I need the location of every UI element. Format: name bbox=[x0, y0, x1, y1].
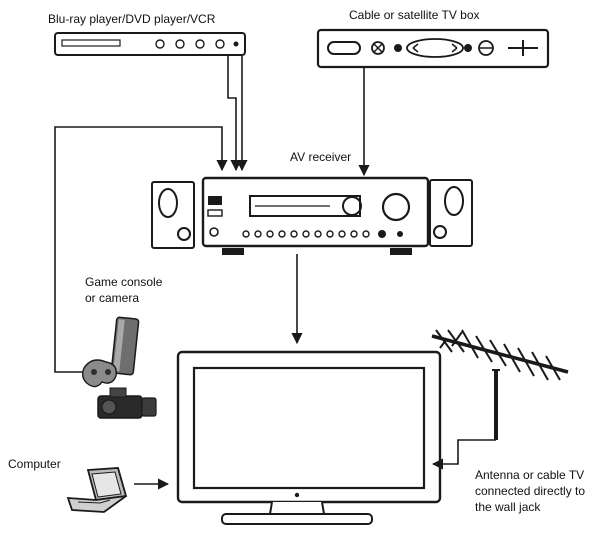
cable-box-label: Cable or satellite TV box bbox=[349, 8, 480, 22]
camera-icon bbox=[97, 387, 157, 419]
av-receiver-label: AV receiver bbox=[290, 150, 352, 164]
antenna-label-line3: the wall jack bbox=[475, 500, 541, 514]
bluray-player-icon bbox=[54, 32, 246, 56]
game-console-label-line2: or camera bbox=[85, 291, 140, 305]
cable-box-icon bbox=[316, 28, 550, 69]
television-icon bbox=[176, 350, 442, 525]
computer-label: Computer bbox=[8, 457, 61, 471]
laptop-icon bbox=[66, 467, 128, 513]
game-console-icon bbox=[81, 316, 140, 388]
antenna-icon bbox=[431, 329, 569, 440]
game-console-label-line1: Game console bbox=[85, 275, 163, 289]
left-speaker-icon bbox=[151, 181, 195, 249]
antenna-label-line2: connected directly to bbox=[475, 484, 586, 498]
bluray-label: Blu-ray player/DVD player/VCR bbox=[48, 12, 216, 26]
right-speaker-icon bbox=[429, 179, 473, 247]
av-receiver-icon bbox=[201, 176, 430, 255]
antenna-label-line1: Antenna or cable TV bbox=[475, 468, 585, 482]
